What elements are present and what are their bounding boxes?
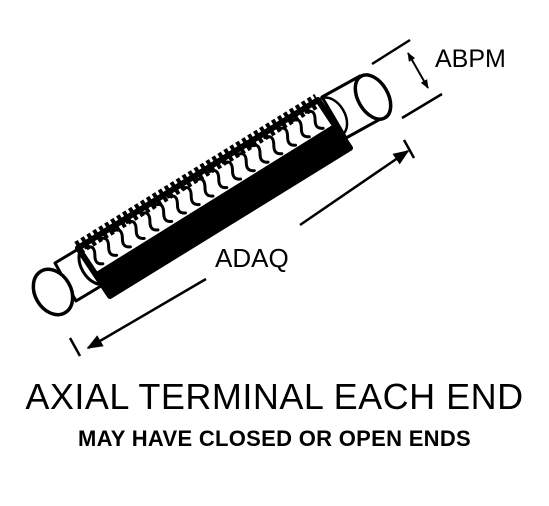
winding-turn [277, 126, 298, 147]
winding-turn [222, 160, 243, 181]
winding-turn [263, 135, 284, 156]
winding-turn [153, 202, 174, 224]
winding-turn [235, 152, 256, 173]
winding-turn [208, 169, 229, 190]
winding-turn [139, 211, 160, 232]
winding-turn [290, 118, 311, 139]
winding-turn [111, 228, 132, 249]
winding-turn [249, 143, 270, 164]
winding-turn [125, 219, 146, 240]
winding-turn [304, 109, 325, 130]
winding-turn [84, 245, 105, 266]
winding-turn [194, 177, 215, 198]
caption-title: AXIAL TERMINAL EACH END [25, 376, 524, 417]
winding-turn [166, 194, 187, 215]
winding-turn [180, 185, 201, 207]
diameter-label: ABPM [435, 45, 506, 73]
length-label: ADAQ [215, 243, 289, 273]
length-dimension: ADAQ [68, 139, 416, 357]
winding-turn [98, 236, 119, 257]
resistor-body [74, 94, 353, 299]
diameter-dimension: ABPM [371, 38, 506, 120]
caption-subtitle: MAY HAVE CLOSED OR OPEN ENDS [77, 426, 472, 451]
